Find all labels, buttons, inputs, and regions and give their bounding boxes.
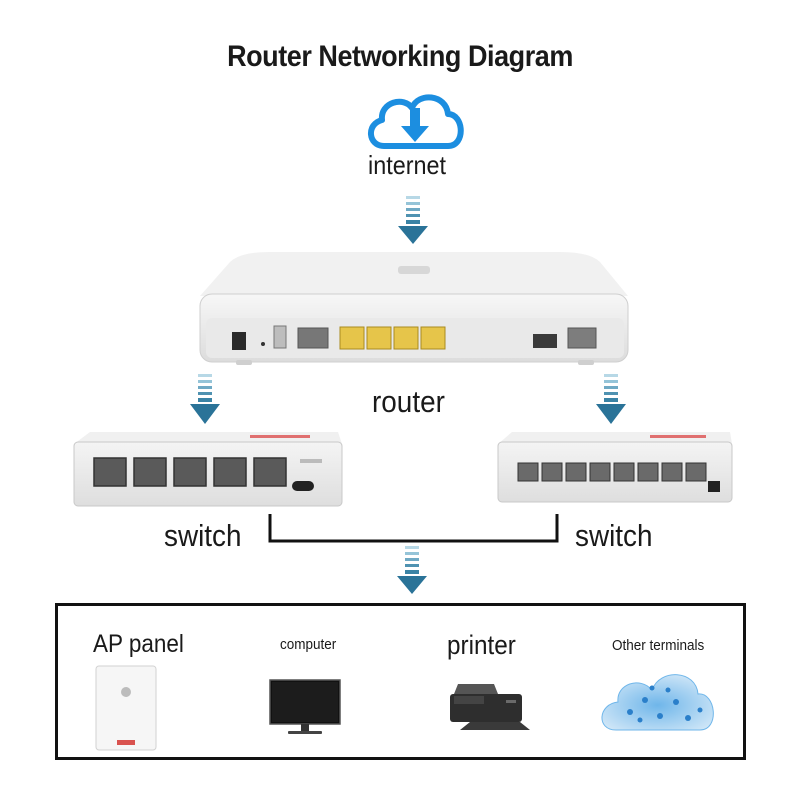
printer-label: printer <box>447 630 516 660</box>
computer-label: computer <box>280 636 337 653</box>
switch-right-device <box>497 432 733 503</box>
cloud-download-icon <box>368 94 464 149</box>
arrow-router-to-switch-right <box>596 374 626 424</box>
arrow-router-to-switch-left <box>190 374 220 424</box>
computer-monitor-icon <box>269 679 341 734</box>
other-terminals-cloud-icon <box>601 674 714 731</box>
router-label: router <box>372 384 445 419</box>
internet-label: internet <box>368 150 447 180</box>
other-terminals-label: Other terminals <box>612 637 705 654</box>
ap-panel-label: AP panel <box>93 630 184 658</box>
arrow-switch-to-terminals <box>397 546 427 594</box>
diagram-title: Router Networking Diagram <box>227 40 573 73</box>
switch-connector-line <box>268 514 559 543</box>
printer-icon <box>450 684 530 730</box>
switch-left-label: switch <box>164 518 242 553</box>
terminals-box <box>55 603 746 760</box>
arrow-internet-to-router <box>398 196 428 244</box>
switch-right-label: switch <box>575 518 653 553</box>
ap-panel-device <box>95 665 157 751</box>
router-device <box>199 252 629 365</box>
switch-left-device <box>73 432 343 507</box>
